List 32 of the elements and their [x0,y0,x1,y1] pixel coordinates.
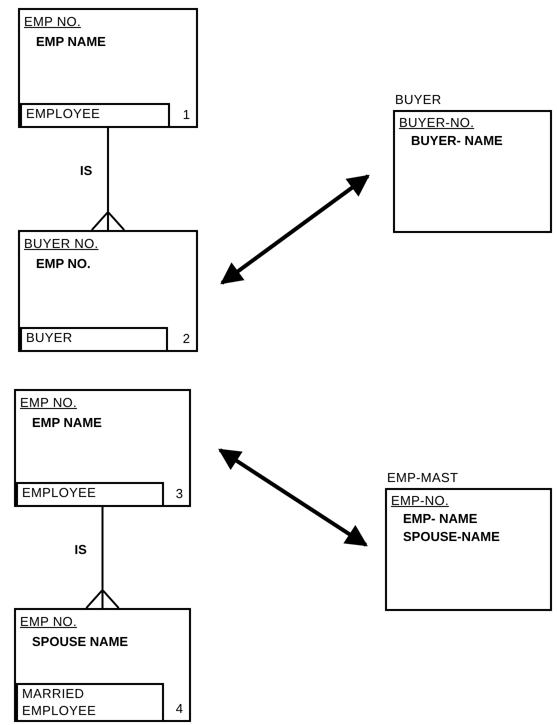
key-field: EMP-NO. [391,492,449,510]
double-arrow [220,174,370,285]
relationship-line [85,507,120,609]
key-field: BUYER NO. [24,234,98,254]
entity-box [14,389,191,507]
key-field: EMP NO. [20,612,77,632]
entity-name-box: EMPLOYEE [16,482,164,507]
relationship-line [90,128,126,231]
key-field: BUYER-NO. [399,114,474,132]
entity-name-box: MARRIED EMPLOYEE [16,683,164,722]
table-name: BUYER [395,91,442,109]
entity-number: 3 [176,484,183,502]
table-name: EMP-MAST [387,469,458,487]
attribute-field: EMP NO. [36,254,91,274]
entity-name-box: EMPLOYEE [20,103,170,128]
attribute-field: BUYER- NAME [411,132,503,150]
entity-number: 1 [182,106,190,124]
attribute-field: EMP- NAME [403,510,478,528]
entity-box [18,230,198,352]
entity-number: 2 [182,330,190,348]
entity-box [18,8,198,128]
attribute-field: EMP NAME [36,32,106,52]
key-field: EMP NO. [20,393,77,413]
key-field: EMP NO. [24,12,81,32]
attribute-field: SPOUSE NAME [32,632,128,652]
edge-label: IS [74,542,87,558]
attribute-field: EMP NAME [32,413,102,433]
entity-box [14,608,191,722]
entity-number: 4 [176,700,183,718]
entity-name-box: BUYER [20,327,168,352]
attribute-field: SPOUSE-NAME [403,528,500,546]
double-arrow [218,448,368,547]
